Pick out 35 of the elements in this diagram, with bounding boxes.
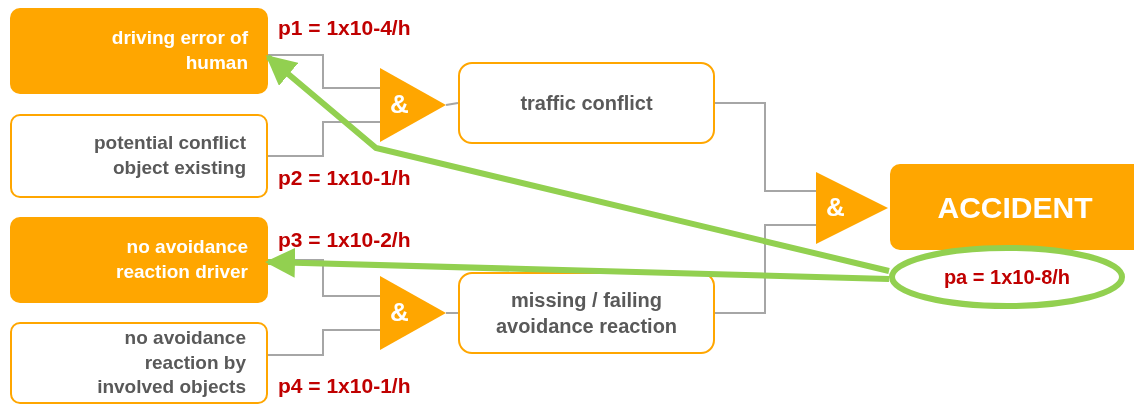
probability-label: p4 = 1x10-1/h	[278, 374, 411, 398]
connector-line	[714, 224, 817, 314]
connector-line	[445, 102, 459, 106]
connector-line	[267, 121, 381, 157]
event-label: no avoidance reaction by involved objects	[96, 325, 246, 400]
event-label: missing / failing avoidance reaction	[494, 288, 679, 339]
connector-line	[714, 102, 817, 192]
connector-line	[267, 54, 381, 89]
probability-text: pa = 1x10-8/h	[943, 265, 1071, 290]
event-label: potential conflict object existing	[93, 131, 246, 180]
event-box	[458, 62, 715, 144]
gate-symbol: &	[390, 296, 409, 330]
connector-line	[445, 312, 459, 314]
event-box	[10, 8, 268, 94]
event-label: traffic conflict	[520, 91, 653, 116]
gate-symbol: &	[826, 191, 845, 225]
event-box	[458, 272, 715, 354]
probability-ellipse	[889, 245, 1125, 309]
event-box	[10, 114, 268, 198]
event-label: no avoidance reaction driver	[115, 235, 248, 284]
gate-symbol: &	[390, 88, 409, 122]
event-label: driving error of human	[110, 26, 248, 75]
event-box	[10, 322, 268, 404]
event-box	[10, 217, 268, 303]
and-gate	[816, 172, 888, 244]
probability-label: p2 = 1x10-1/h	[278, 166, 411, 190]
probability-label: p1 = 1x10-4/h	[278, 16, 411, 40]
event-label: ACCIDENT	[937, 189, 1093, 226]
probability-label: p3 = 1x10-2/h	[278, 228, 411, 252]
and-gate	[380, 276, 446, 350]
accident-box	[890, 164, 1134, 250]
arrow	[265, 54, 890, 274]
and-gate	[380, 68, 446, 142]
connector-line	[267, 329, 381, 356]
arrow	[265, 247, 890, 282]
